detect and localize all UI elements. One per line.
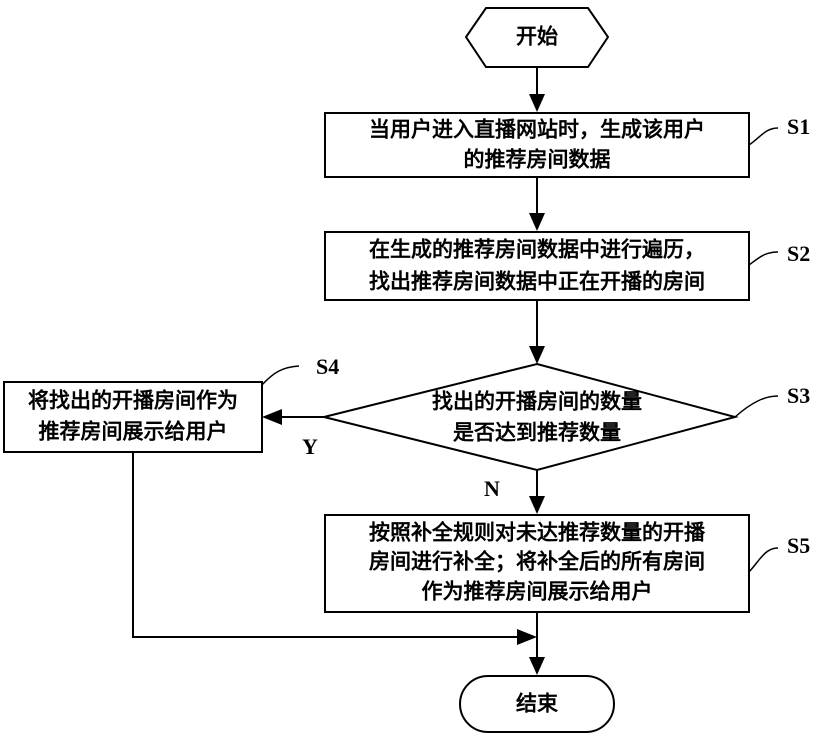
start-node: 开始 (466, 8, 608, 67)
end-label: 结束 (516, 691, 559, 716)
step-s4-tag-label: S4 (316, 354, 339, 379)
step-s5-line-1: 按照补全规则对未达推荐数量的开播 (369, 520, 706, 545)
step-s4-line-1: 将找出的开播房间作为 (28, 388, 238, 413)
step-s5-tag-label: S5 (787, 533, 810, 558)
step-s1-line-1: 当用户进入直播网站时，生成该用户 (369, 117, 705, 142)
end-node: 结束 (460, 676, 614, 732)
arrow-s3-to-s4 (262, 409, 324, 425)
step-s4-tag: S4 (262, 354, 339, 385)
step-s4-line-2: 推荐房间展示给用户 (39, 419, 228, 444)
step-s2-box: 在生成的推荐房间数据中进行遍历， 找出推荐房间数据中正在开播的房间 (325, 232, 749, 300)
step-s5-box: 按照补全规则对未达推荐数量的开播 房间进行补全；将补全后的所有房间 作为推荐房间… (325, 515, 749, 612)
step-s2-tag: S2 (749, 241, 810, 266)
step-s1-tag: S1 (749, 114, 810, 145)
step-s4-box: 将找出的开播房间作为 推荐房间展示给用户 (4, 382, 262, 452)
step-s3-line-2: 是否达到推荐数量 (453, 420, 621, 445)
step-s5-tag: S5 (749, 533, 810, 572)
arrow-s5-to-end (529, 612, 545, 675)
step-s1-line-2: 的推荐房间数据 (464, 147, 611, 172)
yes-label: Y (302, 434, 318, 459)
arrow-s3-to-s5 (529, 470, 545, 514)
step-s5-line-2: 房间进行补全；将补全后的所有房间 (369, 549, 705, 574)
step-s2-line-1: 在生成的推荐房间数据中进行遍历， (369, 237, 705, 262)
step-s3-tag-label: S3 (787, 383, 810, 408)
step-s3-decision: 找出的开播房间的数量 是否达到推荐数量 (324, 364, 735, 470)
arrow-s1-to-s2 (529, 177, 545, 231)
step-s2-tag-label: S2 (787, 241, 810, 266)
step-s5-line-3: 作为推荐房间展示给用户 (422, 579, 653, 604)
step-s3-tag: S3 (735, 383, 810, 417)
arrow-start-to-s1 (529, 67, 545, 112)
step-s2-line-2: 找出推荐房间数据中正在开播的房间 (369, 269, 705, 294)
step-s3-line-1: 找出的开播房间的数量 (432, 389, 642, 414)
arrow-s2-to-s3 (529, 300, 545, 364)
step-s1-box: 当用户进入直播网站时，生成该用户 的推荐房间数据 (325, 113, 749, 177)
step-s1-tag-label: S1 (787, 114, 810, 139)
no-label: N (484, 476, 500, 501)
start-label: 开始 (516, 24, 558, 49)
